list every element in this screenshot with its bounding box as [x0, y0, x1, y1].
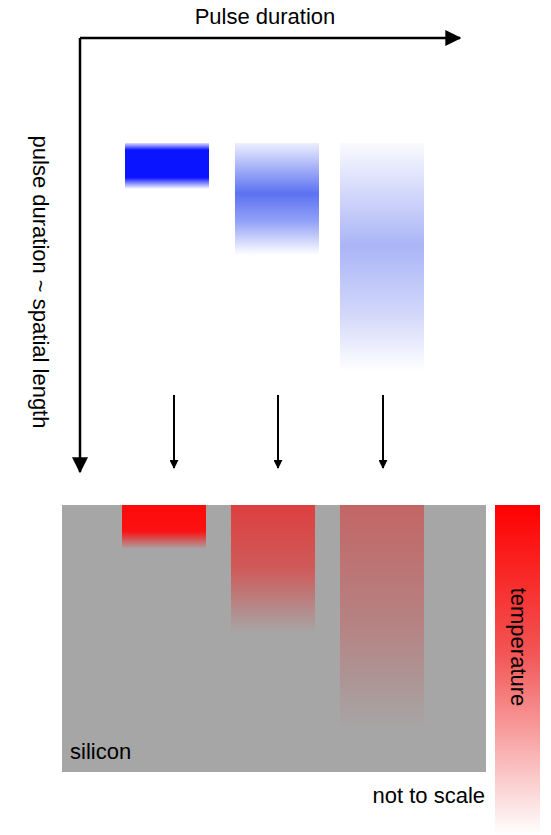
heated-zone [122, 505, 206, 549]
heated-zone [340, 505, 424, 731]
temperature-scale [495, 505, 540, 835]
axis-arrow [79, 38, 82, 472]
scale-label: temperature [505, 588, 530, 707]
incidence-arrow [382, 395, 384, 468]
axis-arrow [80, 37, 460, 40]
scale-bar: temperature [495, 505, 540, 835]
material-label: silicon [70, 739, 131, 764]
laser-pulse [340, 143, 424, 371]
axis-title: Pulse duration [195, 4, 336, 29]
material-block: silicon [62, 505, 486, 772]
laser-pulse [125, 143, 209, 189]
axis-title: pulse duration ~ spatial length [27, 136, 52, 429]
incidence-arrow [277, 395, 279, 468]
heated-zone [231, 505, 315, 633]
laser-pulse [235, 143, 319, 255]
note: not to scale [372, 783, 485, 808]
silicon-block [62, 505, 486, 772]
incidence-arrow [173, 395, 175, 468]
